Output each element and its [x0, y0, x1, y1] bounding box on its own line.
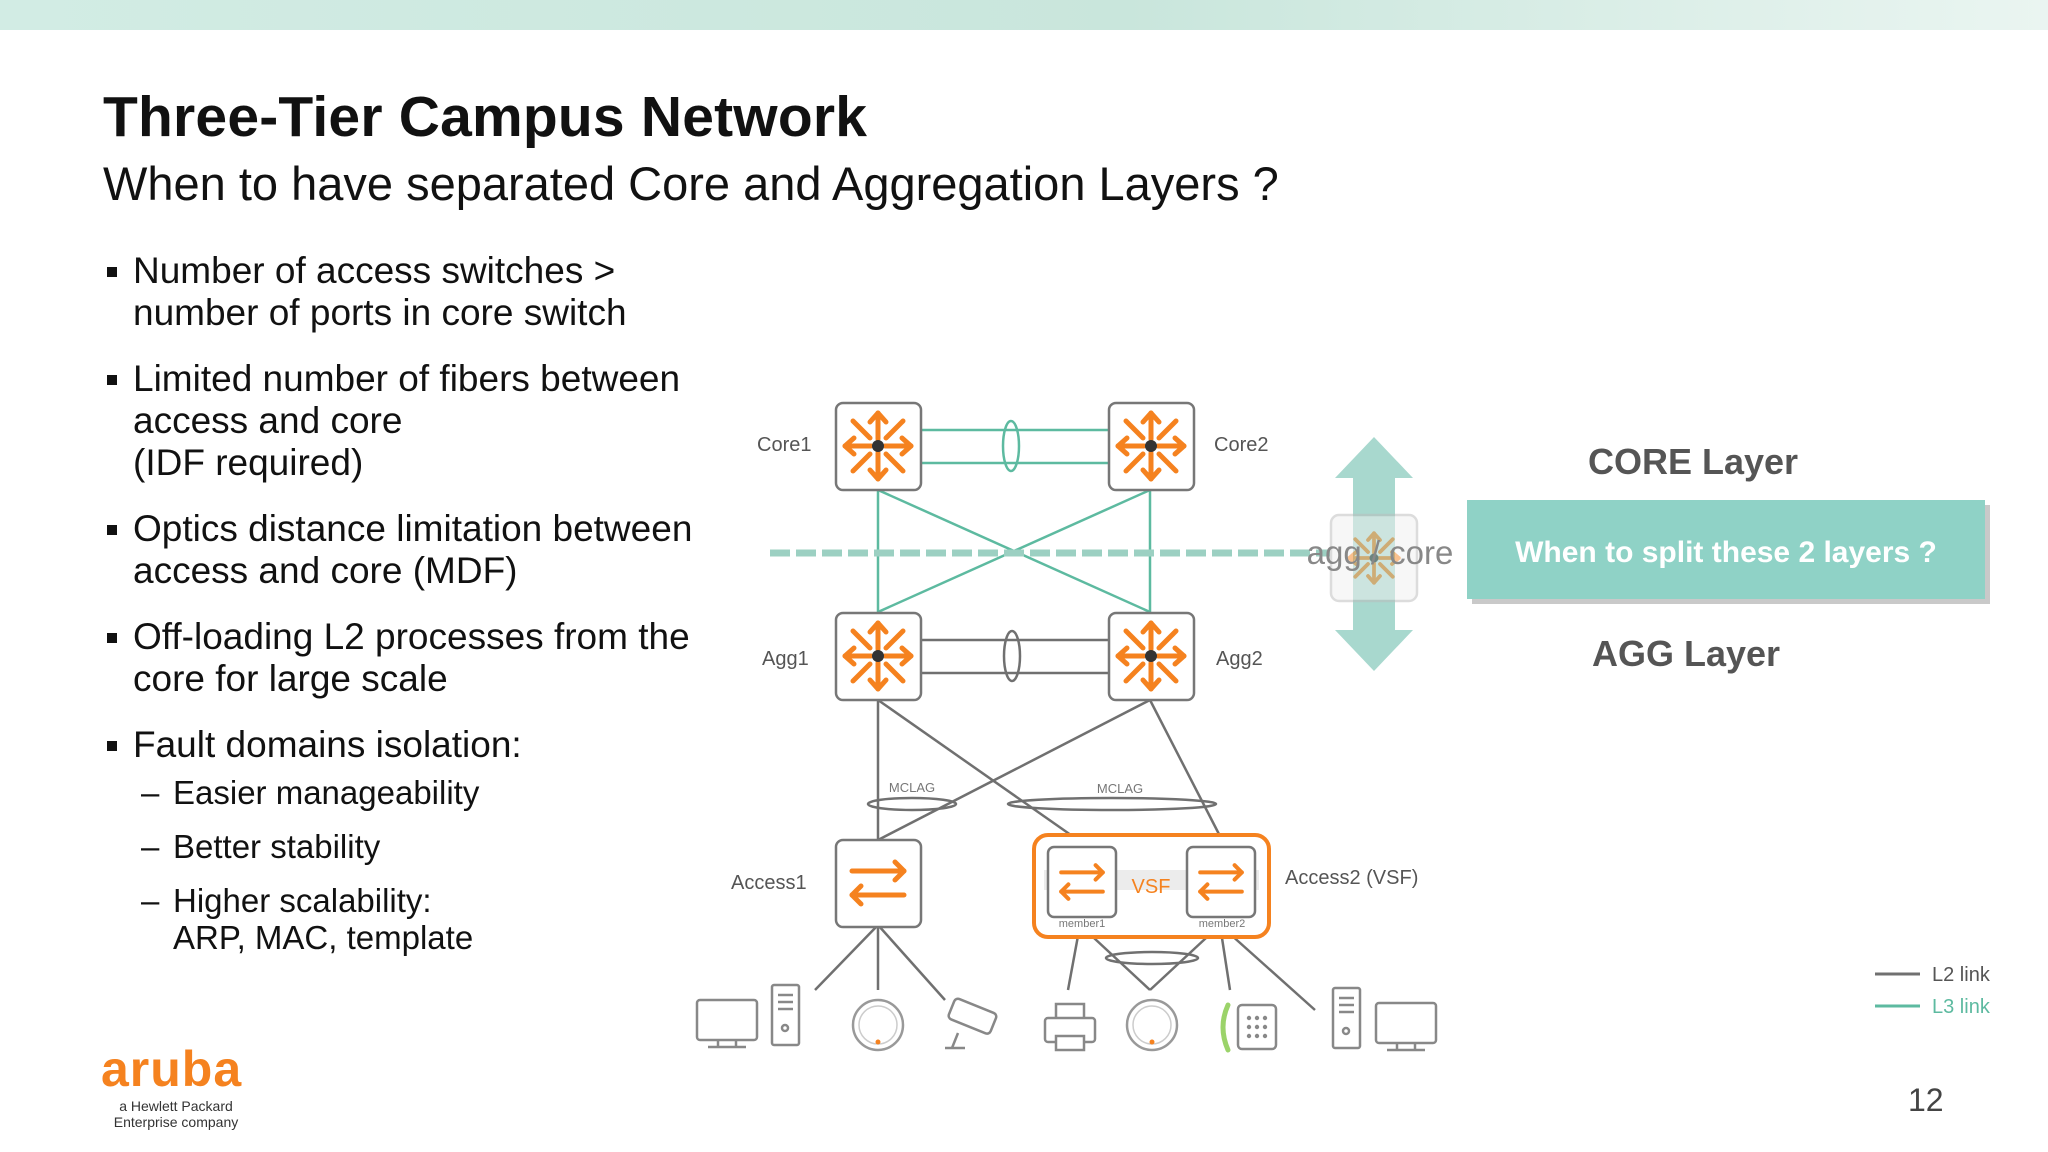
member1-label: member1	[1059, 918, 1105, 930]
top-accent-bar	[0, 0, 2048, 30]
agg2-router-icon	[1107, 611, 1196, 702]
bullet-text: Fault domains isolation:	[133, 724, 522, 765]
bullet-text: Off-loading L2 processes from the core f…	[133, 616, 690, 699]
vsf-label: VSF	[1132, 876, 1171, 898]
bullet-item: Limited number of fibers between access …	[103, 358, 743, 484]
split-question-callout	[1467, 500, 1985, 599]
sub-bullet-list: Easier manageability Better stability Hi…	[133, 774, 743, 956]
server-icon	[770, 983, 801, 1047]
agg1-router-icon	[834, 611, 923, 702]
access1-switch-icon	[834, 838, 923, 929]
access2-label: Access2 (VSF)	[1285, 867, 1418, 889]
sub-bullet-text: Higher scalability: ARP, MAC, template	[173, 882, 474, 956]
core1-label: Core1	[757, 434, 811, 456]
sub-bullet-item: Better stability	[133, 828, 743, 865]
agg2-label: Agg2	[1216, 648, 1263, 670]
slide-title: Three-Tier Campus Network	[103, 85, 868, 149]
aruba-logo: aruba a Hewlett Packard Enterprise compa…	[101, 1044, 251, 1130]
agg1-label: Agg1	[762, 648, 809, 670]
sub-bullet-item: Higher scalability: ARP, MAC, template	[133, 882, 743, 956]
bullet-list: Number of access switches > number of po…	[103, 250, 743, 973]
bullet-item: Off-loading L2 processes from the core f…	[103, 616, 743, 700]
core-layer-label: CORE Layer	[1588, 441, 1798, 482]
bullet-item: Fault domains isolation: Easier manageab…	[103, 724, 743, 956]
sub-bullet-item: Easier manageability	[133, 774, 743, 811]
access1-label: Access1	[731, 872, 807, 894]
camera-icon	[945, 997, 998, 1050]
agg-core-label: agg / core	[1307, 534, 1454, 571]
sub-bullet-text: Easier manageability	[173, 774, 480, 811]
bullet-text: Number of access switches > number of po…	[133, 250, 627, 333]
page-number: 12	[1908, 1082, 1944, 1118]
bullet-text: Limited number of fibers between access …	[133, 358, 681, 483]
legend-l3-label: L3 link	[1932, 996, 1991, 1018]
slide-subtitle: When to have separated Core and Aggregat…	[103, 157, 1279, 210]
core1-router-icon	[834, 401, 923, 492]
member1-switch-icon	[1046, 845, 1118, 919]
core2-label: Core2	[1214, 434, 1268, 456]
faded-router-icon	[1329, 513, 1419, 603]
legend-l2-label: L2 link	[1932, 964, 1991, 986]
mclag-left-label: MCLAG	[889, 780, 935, 795]
brand-wordmark: aruba	[101, 1041, 243, 1097]
sub-bullet-text: Better stability	[173, 828, 381, 865]
core2-router-icon	[1107, 401, 1196, 492]
split-question-text: When to split these 2 layers ?	[1515, 536, 1937, 569]
access-point-icon	[851, 998, 905, 1052]
phone-icon	[1220, 1002, 1278, 1053]
member2-label: member2	[1199, 918, 1245, 930]
mclag-right-label: MCLAG	[1097, 781, 1143, 796]
brand-tagline: a Hewlett Packard Enterprise company	[113, 1098, 239, 1130]
member2-switch-icon	[1185, 845, 1257, 919]
printer-icon	[1043, 1002, 1097, 1052]
monitor-icon	[695, 998, 759, 1049]
bullet-item: Optics distance limitation between acces…	[103, 508, 743, 592]
agg-layer-label: AGG Layer	[1592, 633, 1780, 674]
monitor-icon	[1374, 1001, 1438, 1052]
bullet-item: Number of access switches > number of po…	[103, 250, 743, 334]
bullet-text: Optics distance limitation between acces…	[133, 508, 693, 591]
server-icon	[1331, 986, 1362, 1050]
access-point-icon	[1125, 998, 1179, 1052]
